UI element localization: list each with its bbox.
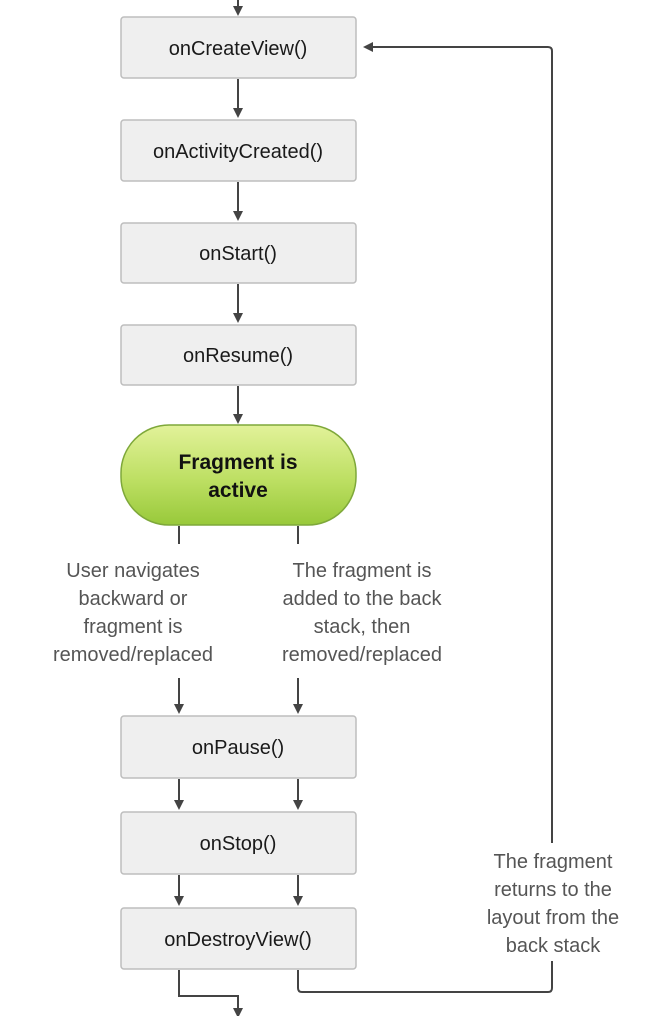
note-user-navigates-line4: removed/replaced: [53, 644, 213, 666]
state-label-on-pause: onPause(): [192, 737, 284, 759]
state-on-destroy-view: onDestroyView(): [120, 907, 357, 970]
state-label-on-stop: onStop(): [200, 833, 277, 855]
return-loop-arrow: [297, 42, 553, 993]
state-label-on-activity-created: onActivityCreated(): [153, 141, 323, 163]
note-returns-line1: The fragment: [494, 851, 613, 873]
state-on-pause: onPause(): [120, 715, 357, 779]
active-label-line1: Fragment is: [178, 451, 297, 474]
exit-arrow-down: [178, 970, 243, 1016]
note-back-stack-line1: The fragment is: [293, 560, 432, 582]
note-back-stack-line4: removed/replaced: [282, 644, 442, 666]
state-label-on-start: onStart(): [199, 243, 277, 265]
state-label-on-destroy-view: onDestroyView(): [164, 929, 311, 951]
active-label-line2: active: [208, 479, 268, 502]
note-user-navigates-line3: fragment is: [84, 616, 183, 638]
state-fragment-active: Fragment is active: [120, 424, 357, 526]
state-label-on-resume: onResume(): [183, 345, 293, 367]
note-added-to-back-stack: The fragment is added to the back stack,…: [282, 560, 443, 666]
return-note-background: [470, 843, 636, 961]
note-returns-line3: layout from the: [487, 907, 619, 929]
note-returns-line4: back stack: [506, 935, 601, 957]
note-user-navigates-line2: backward or: [79, 588, 188, 610]
note-user-navigates: User navigates backward or fragment is r…: [53, 560, 213, 666]
state-label-on-create-view: onCreateView(): [169, 38, 308, 60]
state-on-create-view: onCreateView(): [120, 16, 357, 79]
note-back-stack-line2: added to the back: [282, 588, 442, 610]
state-on-start: onStart(): [120, 222, 357, 284]
state-on-activity-created: onActivityCreated(): [120, 119, 357, 182]
note-returns-line2: returns to the: [494, 879, 612, 901]
note-back-stack-line3: stack, then: [314, 616, 411, 638]
state-on-resume: onResume(): [120, 324, 357, 386]
state-on-stop: onStop(): [120, 811, 357, 875]
note-returns-to-layout: The fragment returns to the layout from …: [487, 851, 619, 957]
note-user-navigates-line1: User navigates: [66, 560, 199, 582]
